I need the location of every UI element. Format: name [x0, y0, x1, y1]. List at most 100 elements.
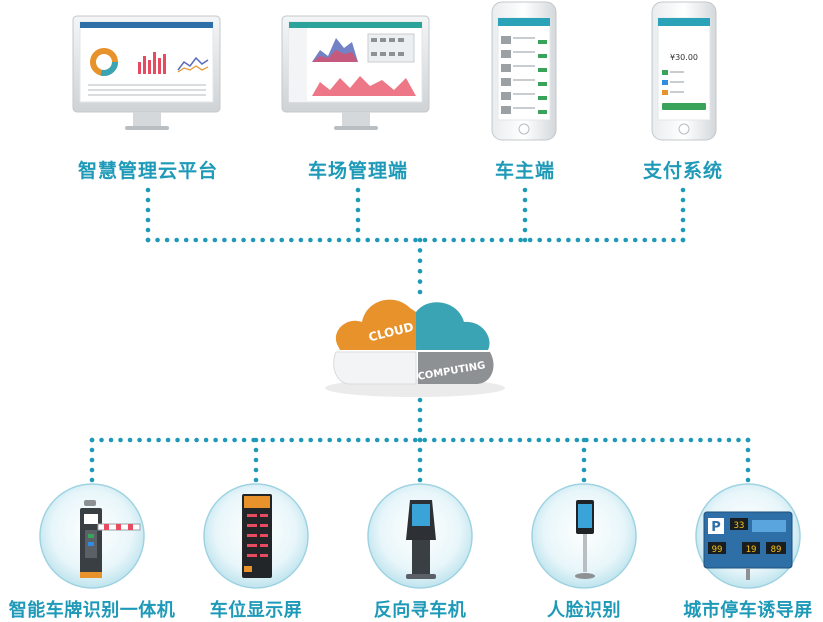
connector-dot — [137, 437, 142, 443]
connector-dot — [641, 437, 646, 443]
connector-dot — [489, 237, 495, 243]
connector-dot — [289, 437, 294, 443]
connector-dot — [145, 207, 151, 213]
label-face-recognition: 人脸识别 — [547, 600, 621, 621]
desktop-monitor-charts-icon — [281, 15, 430, 130]
smartphone-app-list-icon — [491, 1, 557, 141]
connector-dot — [269, 237, 275, 243]
payment-amount: ¥30.00 — [670, 53, 698, 62]
connector-dot — [680, 207, 686, 213]
connector-dot — [175, 437, 180, 443]
connector-dot — [613, 237, 619, 243]
connector-dot — [253, 447, 259, 453]
connector-dot — [479, 437, 485, 443]
connector-dot — [522, 207, 528, 213]
connector-dot — [661, 237, 667, 243]
connector-dot — [165, 437, 171, 443]
connector-dot — [336, 437, 342, 443]
connector-dot — [745, 457, 751, 463]
connector-dot — [508, 237, 514, 243]
connector-dot — [212, 237, 218, 243]
connector-dot — [517, 437, 523, 443]
connector-dot — [581, 457, 587, 463]
car-finder-kiosk-icon — [406, 500, 436, 579]
connector-dot — [308, 437, 313, 443]
connector-dot — [417, 447, 423, 453]
connector-dot — [164, 237, 170, 243]
connector-dot — [213, 437, 218, 443]
label-lot-management: 车场管理端 — [307, 160, 409, 182]
connector-dot — [451, 237, 457, 243]
connector-dot — [417, 417, 423, 423]
desktop-monitor-dashboard-icon — [72, 15, 221, 130]
connector-dot — [253, 437, 259, 443]
connector-dot — [498, 437, 504, 443]
connector-dot — [745, 467, 751, 473]
connector-dot — [417, 407, 423, 413]
label-lpr-gate: 智能车牌识别一体机 — [8, 600, 176, 621]
connector-dot — [680, 197, 686, 203]
connector-dot — [174, 237, 179, 243]
connector-dot — [469, 437, 475, 443]
connector-dot — [222, 437, 228, 443]
connector-dot — [546, 237, 552, 243]
connector-dot — [450, 437, 456, 443]
face-recognition-terminal-icon — [575, 500, 595, 579]
connector-dot — [581, 437, 587, 443]
connector-dot — [417, 427, 423, 433]
connector-dot — [279, 437, 285, 443]
connector-dot — [417, 397, 423, 403]
connector-dot — [183, 237, 189, 243]
connector-dot — [317, 437, 323, 443]
connector-dot — [522, 217, 528, 223]
connector-dot — [556, 237, 562, 243]
connector-dot — [650, 437, 656, 443]
connector-dot — [279, 237, 285, 243]
label-platform: 智慧管理云平台 — [77, 160, 219, 182]
connector-dot — [631, 437, 637, 443]
connector-dot — [470, 237, 476, 243]
connector-dot — [260, 237, 265, 243]
connector-dot — [412, 437, 418, 443]
connector-dot — [253, 477, 259, 483]
connector-dot — [736, 437, 741, 443]
connector-dot — [108, 437, 114, 443]
connector-dot — [203, 437, 209, 443]
license-plate-barrier-gate-icon — [80, 500, 141, 578]
connector-dot — [89, 477, 95, 483]
connector-dot — [565, 437, 570, 443]
connector-dot — [89, 467, 95, 473]
label-car-finder: 反向寻车机 — [373, 600, 467, 621]
connector-dot — [336, 237, 342, 243]
connector-dot — [537, 237, 542, 243]
connector-dot — [417, 477, 423, 483]
connector-dot — [574, 437, 580, 443]
connector-dot — [669, 437, 675, 443]
connector-dot — [355, 227, 361, 233]
connector-dot — [632, 237, 638, 243]
connector-dot — [393, 437, 399, 443]
connector-dot — [250, 237, 256, 243]
connector-dot — [688, 437, 694, 443]
connector-dot — [508, 437, 513, 443]
connector-dot — [355, 437, 361, 443]
connector-dot — [441, 437, 447, 443]
connector-dot — [374, 237, 380, 243]
connector-dot — [460, 237, 466, 243]
connector-dot — [680, 227, 686, 233]
connector-dot — [546, 437, 551, 443]
connector-dot — [308, 237, 313, 243]
connector-dot — [365, 437, 371, 443]
connector-dot — [671, 237, 676, 243]
connector-dot — [89, 447, 95, 453]
connector-dot — [527, 237, 533, 243]
connector-dot — [232, 437, 237, 443]
connector-dot — [555, 437, 561, 443]
connector-dot — [127, 437, 133, 443]
connector-dot — [522, 197, 528, 203]
cloud-puzzle-icon: CLOUD COMPUTING — [325, 299, 505, 397]
connector-dot — [145, 187, 151, 193]
connector-dot — [298, 237, 304, 243]
connector-dot — [707, 437, 713, 443]
